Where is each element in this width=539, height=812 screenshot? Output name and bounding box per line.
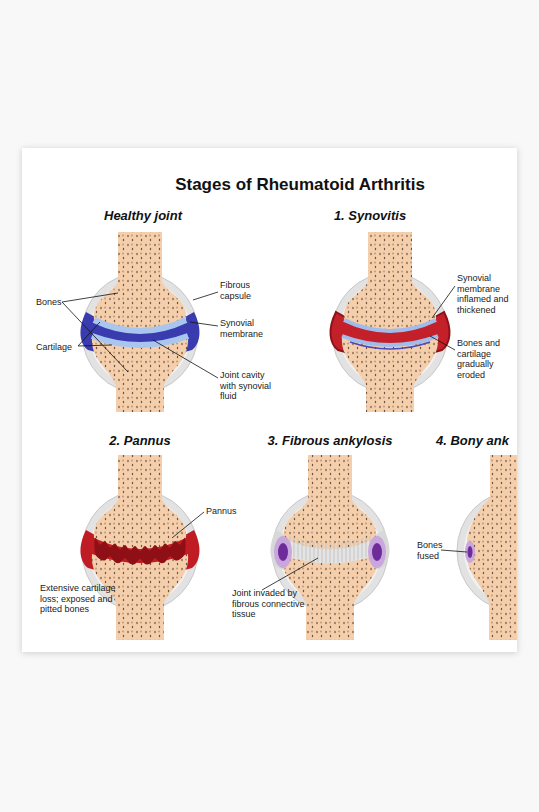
fibrous-stripe bbox=[318, 542, 319, 562]
part-label: Extensive cartilage loss; exposed and pi… bbox=[40, 583, 125, 615]
panel-heading: 2. Pannus bbox=[109, 433, 170, 448]
fibrous-stripe bbox=[302, 539, 303, 559]
cartilage bbox=[94, 320, 186, 331]
leader-line bbox=[153, 340, 218, 378]
fibrous-stripe bbox=[310, 541, 311, 561]
synovial-remnant-core bbox=[278, 543, 288, 561]
fibrous-stripe bbox=[326, 543, 327, 563]
fibrous-band bbox=[284, 539, 376, 564]
fibrous-stripe bbox=[334, 543, 335, 563]
fibrous-stripe bbox=[314, 542, 315, 562]
leader-line bbox=[78, 345, 112, 346]
leader-line bbox=[441, 550, 467, 552]
fibrous-stripe bbox=[298, 538, 299, 558]
fibrous-stripe bbox=[346, 542, 347, 562]
lower-bone bbox=[342, 336, 438, 412]
part-label: Pannus bbox=[206, 506, 256, 517]
fibrous-stripe bbox=[350, 541, 351, 561]
leader-line bbox=[62, 293, 118, 302]
fibrous-stripe bbox=[342, 542, 343, 562]
synovial-remnant bbox=[274, 536, 292, 568]
panel-heading: 4. Bony ank bbox=[436, 433, 509, 448]
leader-line bbox=[432, 286, 455, 318]
part-label: Joint invaded by fibrous connective tiss… bbox=[232, 588, 307, 620]
leader-line bbox=[190, 322, 218, 326]
fibrous-stripe bbox=[306, 540, 307, 560]
panel-heading: 3. Fibrous ankylosis bbox=[268, 433, 393, 448]
cartilage bbox=[344, 320, 436, 331]
diagram-title: Stages of Rheumatoid Arthritis bbox=[175, 175, 425, 195]
synovial-remnant bbox=[368, 536, 386, 568]
leader-line bbox=[78, 322, 100, 346]
fibrous-stripe bbox=[294, 537, 295, 557]
leader-line bbox=[193, 292, 218, 300]
leader-line bbox=[430, 336, 455, 350]
lower-bone bbox=[92, 336, 188, 412]
part-label: Synovial membrane inflamed and thickened bbox=[457, 273, 515, 315]
upper-bone bbox=[94, 232, 186, 331]
fibrous-stripe bbox=[330, 543, 331, 563]
fibrous-stripe bbox=[366, 537, 367, 557]
part-label: Bones fused bbox=[417, 540, 457, 561]
upper-bone bbox=[94, 455, 186, 549]
part-label: Fibrous capsule bbox=[220, 280, 278, 301]
part-label: Bones and cartilage gradually eroded bbox=[457, 338, 515, 380]
fibrous-stripe bbox=[358, 539, 359, 559]
fibrous-stripe bbox=[322, 543, 323, 563]
fibrous-stripe bbox=[338, 543, 339, 563]
part-label: Cartilage bbox=[36, 342, 86, 353]
synovial-remnant-core bbox=[468, 546, 473, 558]
part-label: Bones bbox=[36, 297, 76, 308]
leader-line bbox=[262, 558, 318, 590]
panel-heading: Healthy joint bbox=[104, 208, 182, 223]
synovial-remnant-core bbox=[372, 543, 382, 561]
synovial-fluid bbox=[350, 342, 430, 349]
pannus-core bbox=[94, 538, 185, 565]
panel-heading: 1. Synovitis bbox=[334, 208, 406, 223]
fibrous-stripe bbox=[362, 538, 363, 558]
leader-line bbox=[172, 512, 204, 538]
part-label: Joint cavity with synovial fluid bbox=[220, 370, 280, 402]
part-label: Synovial membrane bbox=[220, 318, 278, 339]
leader-line bbox=[62, 302, 128, 372]
cartilage bbox=[92, 336, 188, 345]
upper-bone bbox=[284, 455, 376, 549]
fibrous-stripe bbox=[354, 540, 355, 560]
upper-bone bbox=[344, 232, 436, 331]
card bbox=[22, 148, 517, 652]
